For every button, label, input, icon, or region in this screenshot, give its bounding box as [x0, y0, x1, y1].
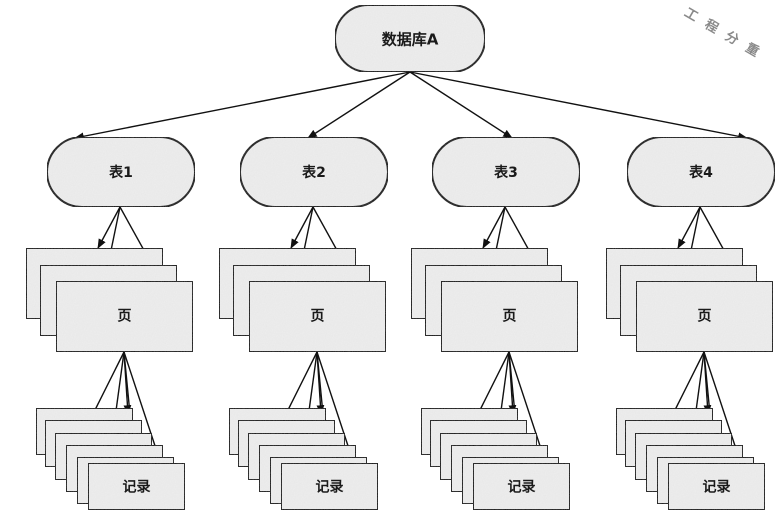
table-node-shape: [431, 136, 581, 208]
page-stack: 页: [25, 247, 194, 353]
table-column-1: 表1 页记录: [25, 136, 196, 511]
arrow-table-to-page: [290, 206, 314, 249]
table-node: 表2: [239, 136, 389, 208]
page-stack: 页: [605, 247, 774, 353]
arrow-table-to-page: [482, 206, 506, 249]
table-node: 表1: [46, 136, 196, 208]
table-node-shape: [239, 136, 389, 208]
record-card-front: [87, 462, 186, 511]
page-stack: 页: [218, 247, 387, 353]
arrow-db-to-table-4: [409, 71, 748, 141]
table-node-label: 表4: [688, 164, 713, 181]
arrow-db-to-table-2: [307, 71, 411, 139]
record-card-front: [472, 462, 571, 511]
table-column-2: 表2 页记录: [218, 136, 389, 511]
table-node-label: 表2: [301, 164, 326, 181]
database-node-label: 数据库A: [382, 31, 439, 49]
nodes-layer: 数据库A 表1 页记录 表2 页记录 表3 页记录 表4 页记录: [25, 4, 776, 511]
table-node: 表4: [626, 136, 776, 208]
record-label: 记录: [316, 480, 344, 496]
page-card-front: [440, 280, 579, 353]
record-stack: 记录: [420, 407, 571, 511]
record-card-front: [667, 462, 766, 511]
page-label: 页: [311, 309, 325, 325]
page-card-front: [635, 280, 774, 353]
table-node-label: 表3: [493, 164, 518, 181]
table-node-shape: [626, 136, 776, 208]
page-label: 页: [698, 309, 712, 325]
table-node-shape: [46, 136, 196, 208]
record-label: 记录: [508, 480, 536, 496]
arrow-db-to-table-1: [74, 71, 411, 141]
arrow-table-to-page: [97, 206, 121, 249]
record-label: 记录: [703, 480, 731, 496]
record-label: 记录: [123, 480, 151, 496]
arrow-db-to-table-3: [409, 71, 513, 139]
table-node-label: 表1: [108, 164, 133, 181]
page-label: 页: [118, 309, 132, 325]
database-node: 数据库A: [334, 4, 486, 73]
page-card-front: [55, 280, 194, 353]
record-stack: 记录: [615, 407, 766, 511]
arrow-table-to-page: [677, 206, 701, 249]
record-card-front: [280, 462, 379, 511]
record-stack: 记录: [228, 407, 379, 511]
database-node-shape: [334, 4, 486, 73]
page-stack: 页: [410, 247, 579, 353]
page-label: 页: [503, 309, 517, 325]
record-stack: 记录: [35, 407, 186, 511]
table-node: 表3: [431, 136, 581, 208]
table-column-3: 表3 页记录: [410, 136, 581, 511]
page-card-front: [248, 280, 387, 353]
table-column-4: 表4 页记录: [605, 136, 776, 511]
